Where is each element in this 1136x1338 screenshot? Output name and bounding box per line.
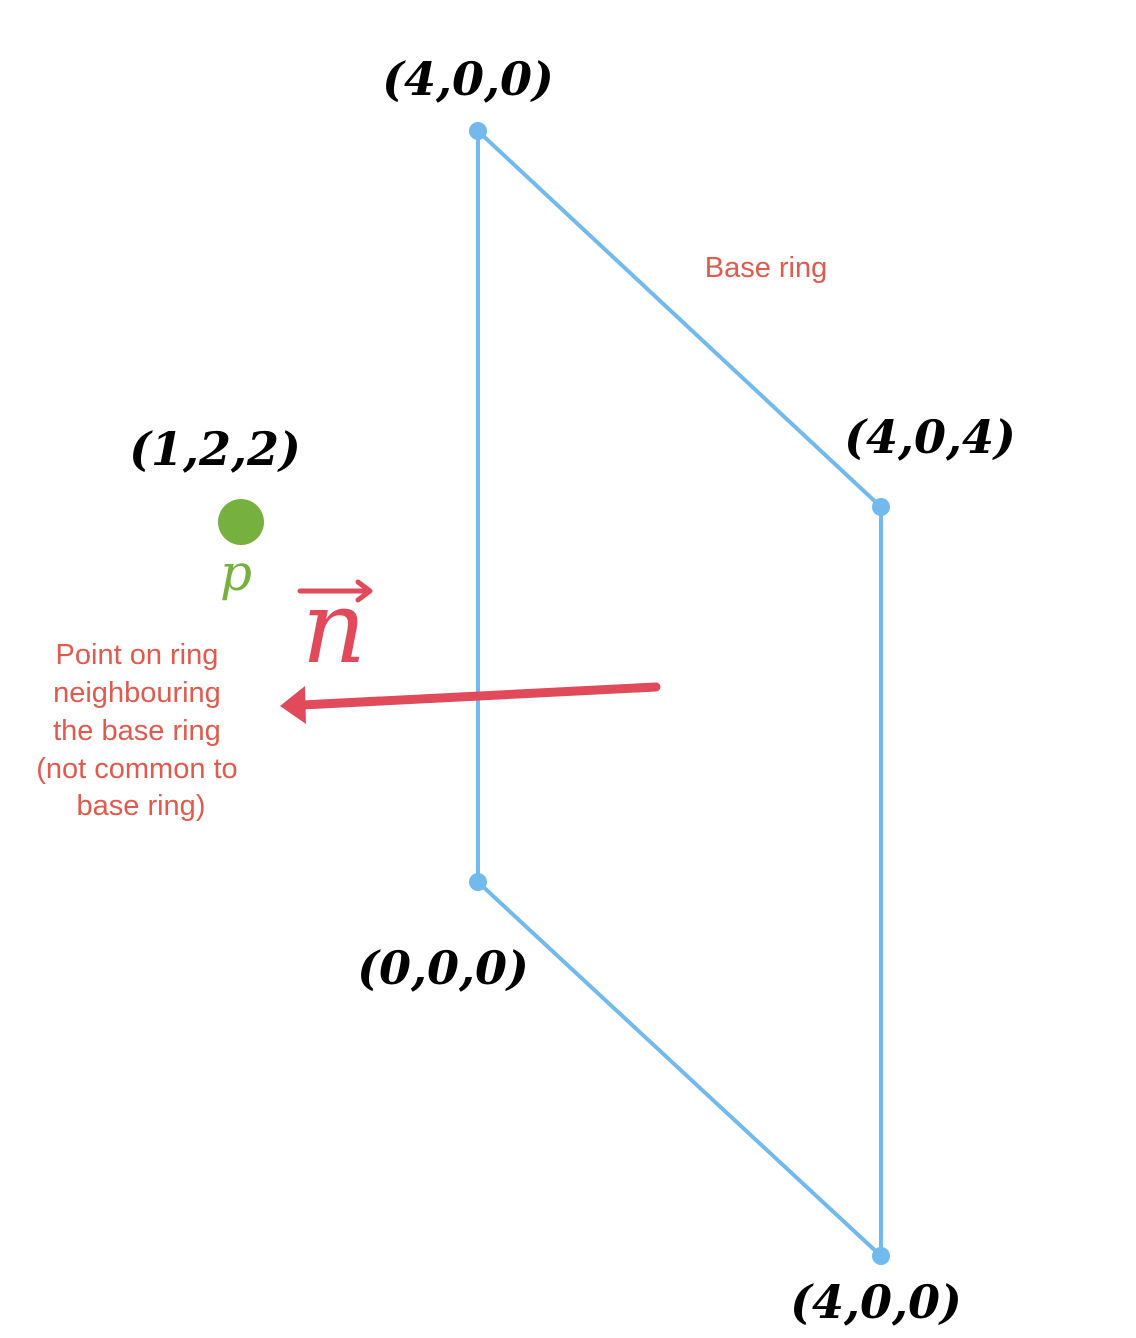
vertex-right-upper [872, 498, 890, 516]
vertex-label-bottom-left: (0,0,0) [357, 941, 529, 995]
vertex-bottom-left [469, 873, 487, 891]
vertex-label-bottom-right: (4,0,0) [790, 1275, 962, 1329]
vertex-label-top: (4,0,0) [382, 52, 554, 106]
point-note-line: Point on ring [56, 639, 219, 671]
point-p-symbol: p [220, 544, 252, 602]
ring-edge-top [476, 129, 883, 509]
base-ring [469, 122, 890, 1265]
point-note-line: base ring) [77, 790, 206, 822]
point-p-group: (1,2,2) p [129, 422, 301, 602]
point-p-marker [218, 499, 264, 545]
point-note-line: the base ring [53, 715, 221, 747]
base-ring-label: Base ring [705, 252, 828, 284]
normal-vector: n [280, 569, 661, 724]
normal-arrow-shaft [297, 682, 661, 710]
vertex-top [469, 122, 487, 140]
vertex-bottom-right [872, 1247, 890, 1265]
normal-arrowhead-icon [280, 686, 306, 724]
point-note: Point on ring neighbouring the base ring… [36, 639, 246, 822]
point-note-line: (not common to [36, 753, 237, 785]
ring-edge-bottom [476, 880, 883, 1258]
point-note-line: neighbouring [53, 677, 221, 709]
normal-symbol: n [302, 569, 366, 686]
point-p-coord: (1,2,2) [129, 422, 301, 476]
vertex-label-right-upper: (4,0,4) [844, 410, 1016, 464]
vector-arrow-icon [297, 579, 373, 603]
